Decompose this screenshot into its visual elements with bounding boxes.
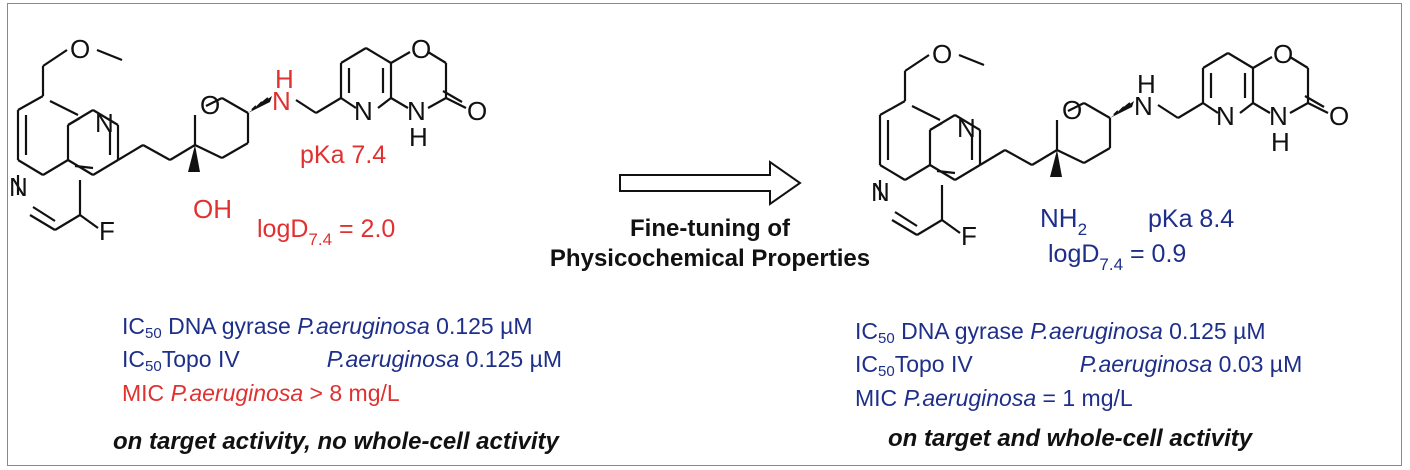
left-oh-wedge	[188, 145, 200, 172]
right-pka: pKa 8.4	[1148, 205, 1234, 233]
left-lactam-n: N	[407, 96, 426, 126]
transformation-line-2: Physicochemical Properties	[549, 245, 871, 272]
right-oxazine-o: O	[1273, 39, 1293, 69]
right-methoxy-o: O	[932, 39, 952, 69]
left-methoxy-o: O	[70, 34, 90, 64]
left-fluorine: F	[99, 216, 115, 246]
right-thp-o: O	[1062, 95, 1082, 125]
left-molecule: O N N F O N O N H O	[9, 34, 487, 246]
right-ring-n2: N	[871, 177, 890, 207]
left-ring-n2: N	[9, 172, 28, 202]
left-ring-n1: N	[95, 108, 114, 138]
left-thp-o: O	[200, 90, 220, 120]
right-prop-gyrase: IC50 DNA gyrase P.aeruginosa 0.125 µM	[855, 318, 1266, 347]
right-prop-mic: MIC P.aeruginosa = 1 mg/L	[855, 385, 1133, 411]
right-fluorine: F	[961, 221, 977, 251]
left-carbonyl-o: O	[467, 96, 487, 126]
transformation-line-1: Fine-tuning of	[630, 215, 790, 242]
left-prop-mic: MIC P.aeruginosa > 8 mg/L	[122, 380, 400, 406]
left-oh-label: OH	[193, 194, 232, 224]
left-logd: logD7.4 = 2.0	[257, 215, 395, 249]
transformation-arrow	[619, 160, 802, 206]
right-molecule: O N N F O H N N O N H O NH2	[871, 39, 1349, 251]
left-amine-h: H	[275, 64, 294, 94]
right-amine-n: N	[1134, 91, 1153, 121]
right-amine-h: H	[1137, 69, 1156, 99]
right-prop-topo: IC50 Topo IV P.aeruginosa 0.03 µM	[855, 351, 1303, 380]
right-nh2-wedge	[1050, 150, 1062, 177]
figure-frame	[7, 3, 1402, 466]
right-caption: on target and whole-cell activity	[888, 425, 1253, 452]
left-caption: on target activity, no whole-cell activi…	[113, 428, 559, 455]
left-lactam-h: H	[409, 122, 428, 152]
left-prop-gyrase: IC50 DNA gyrase P.aeruginosa 0.125 µM	[122, 313, 533, 342]
left-prop-topo: IC50 Topo IV P.aeruginosa 0.125 µM	[122, 346, 563, 375]
right-lactam-h: H	[1271, 127, 1290, 157]
left-oxazine-o: O	[411, 34, 431, 64]
right-carbonyl-o: O	[1329, 101, 1349, 131]
transformation-label: Fine-tuning of Physicochemical Propertie…	[540, 214, 880, 274]
right-lactam-n: N	[1269, 101, 1288, 131]
right-nh2-label: NH2	[1040, 203, 1087, 239]
left-pyridine-n: N	[354, 96, 373, 126]
right-logd: logD7.4 = 0.9	[1048, 240, 1186, 274]
left-amine-n: N	[272, 86, 291, 116]
right-ring-n1: N	[957, 113, 976, 143]
right-pyridine-n: N	[1216, 101, 1235, 131]
left-pka: pKa 7.4	[300, 141, 386, 169]
